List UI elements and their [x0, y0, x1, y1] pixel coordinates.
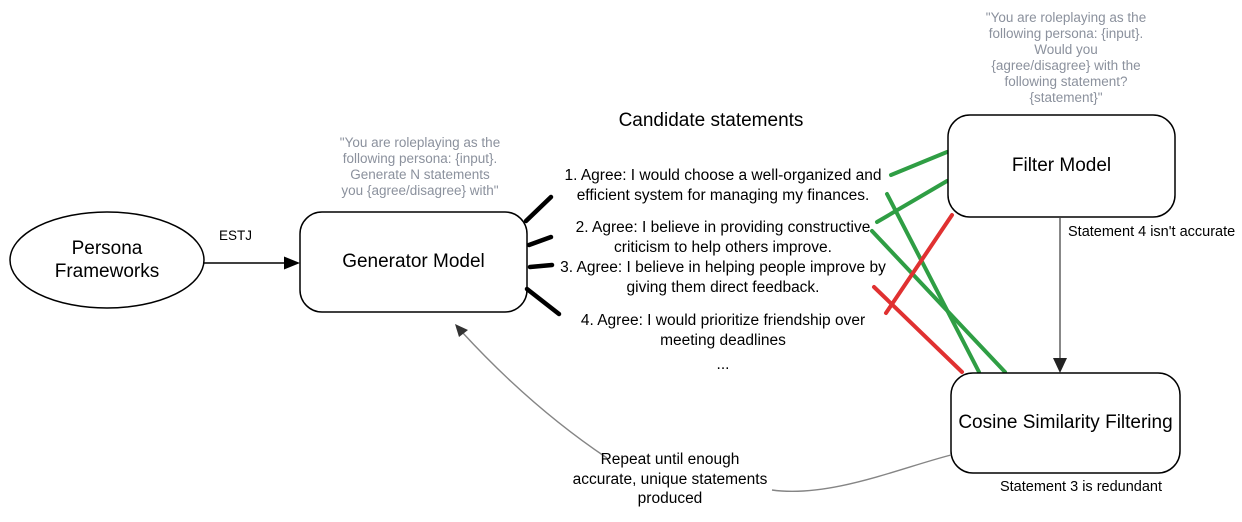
persona-frameworks-label: Persona Frameworks	[54, 238, 160, 282]
cosine-filtering-label: Cosine Similarity Filtering	[958, 412, 1173, 433]
cosine-to-note-connector	[771, 454, 952, 492]
repeat-arrow-shaft	[461, 331, 608, 459]
candidate-statement-4: 4. Agree: I would prioritize friendship …	[580, 312, 866, 349]
filter-to-cosine-arrowhead-icon	[1053, 358, 1067, 373]
generator-model-box	[299, 211, 528, 313]
candidate-statement-3: 3. Agree: I believe in helping people im…	[560, 259, 886, 296]
generator-model-label: Generator Model	[342, 251, 485, 272]
estj-edge-label: ESTJ	[219, 228, 253, 243]
cosine-filtering-box	[950, 372, 1181, 474]
statement3-cosine-annotation: Statement 3 is redundant	[999, 479, 1163, 495]
generator-prompt-text: "You are roleplaying as the following pe…	[339, 135, 501, 198]
generator-output-tick-2	[526, 234, 554, 248]
repeat-arrowhead-icon	[455, 324, 468, 337]
statement2-cosine-accept-line	[870, 229, 1007, 374]
candidate-statements-ellipsis: ...	[716, 356, 730, 373]
filter-reject-statement4-line	[884, 213, 954, 315]
repeat-loop-note: Repeat until enough accurate, unique sta…	[572, 451, 768, 507]
filter-prompt-text: "You are roleplaying as the following pe…	[985, 10, 1147, 105]
generator-output-tick-4	[524, 286, 562, 317]
generator-output-tick-1	[523, 194, 554, 224]
statement3-cosine-reject-line	[872, 285, 964, 374]
candidate-statements-title: Candidate statements	[618, 110, 804, 131]
candidate-statement-2: 2. Agree: I believe in providing constru…	[575, 219, 871, 256]
statement4-filter-annotation: Statement 4 isn't accurate	[1068, 224, 1236, 240]
statement2-filter-accept-line	[875, 179, 949, 224]
persona-frameworks-ellipse	[9, 211, 205, 309]
filter-model-box	[947, 114, 1176, 218]
generator-output-tick-3	[527, 262, 555, 270]
estj-arrowhead-icon	[284, 256, 300, 270]
filter-model-label: Filter Model	[1011, 155, 1112, 176]
candidate-statement-1: 1. Agree: I would choose a well-organize…	[564, 167, 882, 204]
statement1-cosine-accept-line	[885, 192, 981, 374]
statement1-filter-accept-line	[889, 150, 949, 177]
